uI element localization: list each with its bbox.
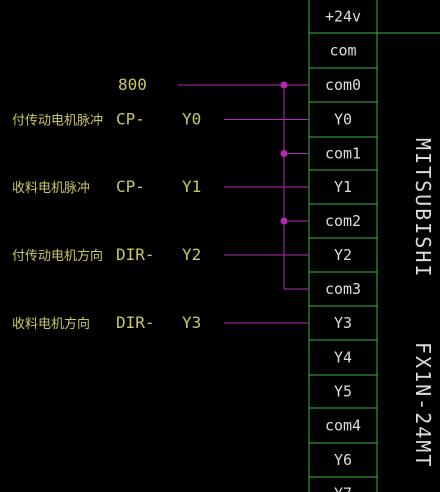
signal-type: 800 bbox=[118, 75, 147, 94]
junction-dot bbox=[280, 81, 288, 89]
terminal-pin-label: com2 bbox=[325, 212, 361, 230]
signal-type: DIR- bbox=[116, 313, 155, 332]
terminal-pin-label: Y3 bbox=[334, 314, 352, 332]
terminal-pin-label: com4 bbox=[325, 417, 361, 435]
signal-output: Y2 bbox=[182, 245, 201, 264]
signal-type: DIR- bbox=[116, 245, 155, 264]
terminal-pin-label: com bbox=[329, 42, 356, 60]
terminal-pin-label: Y1 bbox=[334, 178, 352, 196]
signal-output: Y0 bbox=[182, 110, 201, 129]
terminal-pin-label: Y0 bbox=[334, 111, 352, 129]
signal-type: CP- bbox=[116, 110, 145, 129]
signal-description: 收料电机方向 bbox=[12, 316, 90, 332]
terminal-pin-label: +24v bbox=[325, 8, 361, 26]
terminal-grid bbox=[308, 0, 440, 492]
junction-dot bbox=[280, 217, 288, 225]
terminal-pin-label: Y2 bbox=[334, 246, 352, 264]
signal-type: CP- bbox=[116, 177, 145, 196]
plc-brand-label: MITSUBISHI bbox=[411, 138, 435, 278]
terminal-pin-label: Y7 bbox=[334, 485, 352, 492]
terminal-pin-label: Y5 bbox=[334, 383, 352, 401]
plc-model-label: FX1N-24MT bbox=[411, 342, 435, 468]
terminal-pin-label: com3 bbox=[325, 280, 361, 298]
terminal-pin-label: Y4 bbox=[334, 349, 352, 367]
signal-output: Y3 bbox=[182, 313, 201, 332]
signal-description: 收料电机脉冲 bbox=[12, 181, 90, 196]
junction-dot bbox=[280, 150, 288, 157]
signal-output: Y1 bbox=[182, 177, 201, 196]
signal-description: 付传动电机方向 bbox=[12, 248, 103, 264]
terminal-pin-label: com1 bbox=[325, 145, 361, 163]
terminal-pin-label: com0 bbox=[325, 76, 361, 94]
terminal-pin-label: Y6 bbox=[334, 451, 352, 469]
signal-wires bbox=[178, 81, 309, 324]
signal-labels: 800 付传动电机脉冲 CP- Y0 收料电机脉冲 CP- Y1 付传动电机方向 DIR- Y2 收… bbox=[12, 75, 201, 332]
signal-description: 付传动电机脉冲 bbox=[12, 114, 103, 129]
